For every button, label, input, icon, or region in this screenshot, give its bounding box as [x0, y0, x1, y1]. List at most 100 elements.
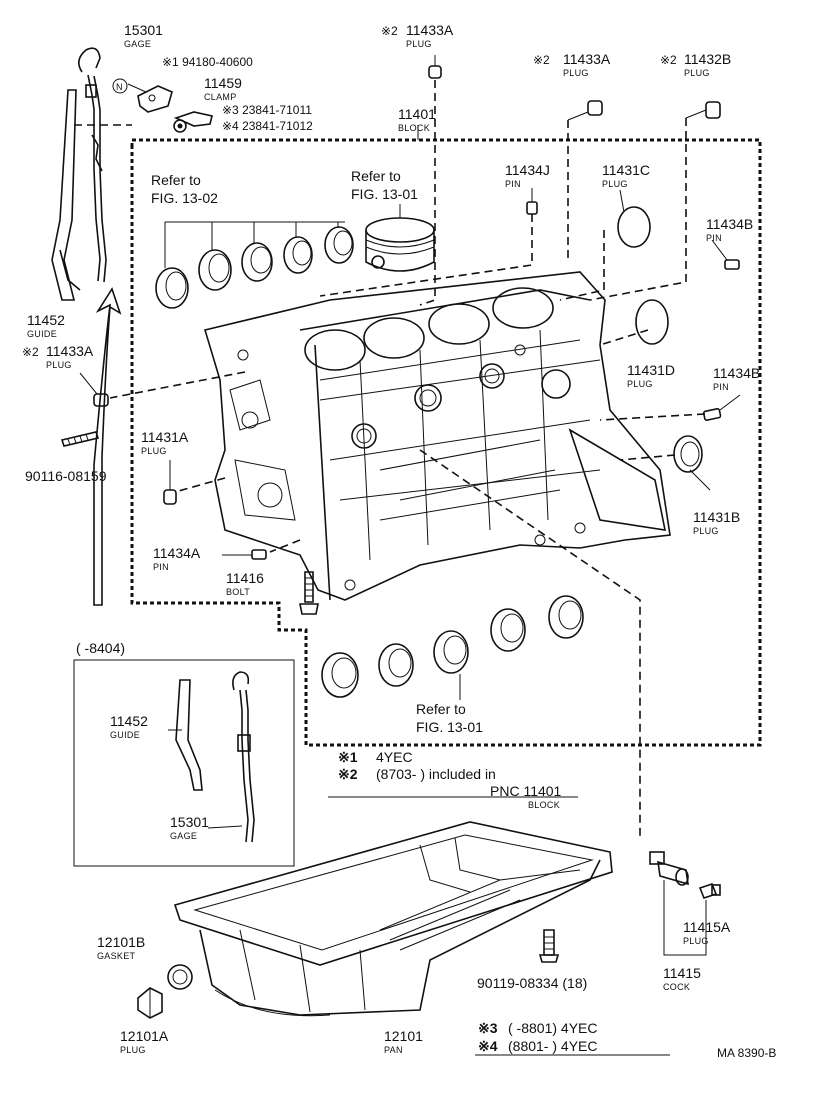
svg-text:※2: ※2: [338, 766, 358, 782]
plug-top-right1: [567, 100, 603, 260]
svg-text:PAN: PAN: [384, 1045, 403, 1055]
figure-code: MA 8390-B: [717, 1046, 776, 1060]
svg-text:GASKET: GASKET: [97, 951, 136, 961]
label-pin-11434j: 11434J PIN: [505, 162, 550, 189]
label-pan: 12101 PAN: [384, 1028, 423, 1055]
label-note1-part: ※1 94180-40600: [162, 55, 253, 69]
label-guide-left: 11452 GUIDE: [27, 312, 65, 339]
svg-text:11433A: 11433A: [563, 51, 611, 67]
svg-text:※3: ※3: [478, 1020, 498, 1036]
svg-text:FIG. 13-01: FIG. 13-01: [416, 719, 483, 735]
svg-text:GAGE: GAGE: [124, 39, 151, 49]
plug-11431b: [673, 435, 711, 491]
note-3: ※3 ( -8801) 4YEC: [478, 1020, 597, 1036]
svg-text:11415A: 11415A: [683, 919, 731, 935]
svg-text:※2: ※2: [660, 53, 677, 67]
svg-text:FIG. 13-02: FIG. 13-02: [151, 190, 218, 206]
label-note4-part: ※4 23841-71012: [222, 119, 313, 133]
svg-text:(8703- ) included in: (8703- ) included in: [376, 766, 496, 782]
label-plug-top-right2: ※2 11432B PLUG: [660, 51, 731, 78]
plug-11431c: [559, 189, 651, 301]
svg-text:11434J: 11434J: [505, 162, 550, 178]
svg-text:CLAMP: CLAMP: [204, 92, 237, 102]
svg-text:11452: 11452: [27, 312, 65, 328]
label-plug-12101a: 12101A PLUG: [120, 1028, 169, 1055]
svg-text:PLUG: PLUG: [683, 936, 709, 946]
svg-text:11415: 11415: [663, 965, 701, 981]
bolt-11416: [299, 571, 319, 615]
label-plug-11431d: 11431D PLUG: [627, 362, 675, 389]
cock-leader: [663, 880, 707, 956]
svg-text:COCK: COCK: [663, 982, 690, 992]
label-plug-11431b: 11431B PLUG: [693, 509, 740, 536]
svg-text:PLUG: PLUG: [602, 179, 628, 189]
pan-bolt: [538, 929, 560, 963]
label-plug-11431a: 11431A PLUG: [141, 429, 189, 456]
main-bearings-upper: [155, 221, 354, 309]
svg-text:PLUG: PLUG: [627, 379, 653, 389]
label-inset-guide: 11452 GUIDE: [110, 713, 148, 740]
pin-11434b-right: [702, 394, 741, 421]
svg-text:11431D: 11431D: [627, 362, 675, 378]
svg-text:11433A: 11433A: [406, 22, 454, 38]
plug-11415a: [698, 883, 721, 899]
block-boundary: [74, 124, 762, 747]
svg-text:PIN: PIN: [153, 562, 169, 572]
svg-text:11433A: 11433A: [46, 343, 94, 359]
svg-text:※2: ※2: [22, 345, 39, 359]
label-inset-gage: 15301 GAGE: [170, 814, 209, 841]
svg-text:11452: 11452: [110, 713, 148, 729]
svg-text:※1: ※1: [338, 749, 358, 765]
svg-text:N: N: [116, 82, 123, 92]
svg-text:11432B: 11432B: [684, 51, 731, 67]
label-plug-11431c: 11431C PLUG: [602, 162, 650, 189]
stud-bolt-left: [60, 431, 100, 447]
label-gage-top: 15301 GAGE: [124, 22, 163, 49]
plug-11431a: [163, 460, 177, 505]
svg-text:( -8801) 4YEC: ( -8801) 4YEC: [508, 1020, 597, 1036]
svg-text:PLUG: PLUG: [141, 446, 167, 456]
svg-text:PLUG: PLUG: [684, 68, 710, 78]
svg-text:11434B: 11434B: [713, 365, 760, 381]
pin-11434b-top: [711, 239, 740, 270]
inset-box: [73, 659, 295, 867]
label-note3-part: ※3 23841-71011: [222, 103, 312, 117]
label-cock: 11415 COCK: [663, 965, 701, 992]
svg-text:12101: 12101: [384, 1028, 423, 1044]
svg-text:PIN: PIN: [505, 179, 521, 189]
svg-text:4YEC: 4YEC: [376, 749, 413, 765]
svg-text:※4: ※4: [478, 1038, 498, 1054]
svg-text:11401: 11401: [398, 106, 436, 122]
plug-top-center: [428, 55, 442, 79]
label-inset-range: ( -8404): [76, 640, 125, 656]
svg-text:GUIDE: GUIDE: [110, 730, 140, 740]
svg-text:11431B: 11431B: [693, 509, 740, 525]
svg-text:15301: 15301: [170, 814, 209, 830]
svg-text:GAGE: GAGE: [170, 831, 197, 841]
svg-text:PLUG: PLUG: [406, 39, 432, 49]
svg-text:12101A: 12101A: [120, 1028, 169, 1044]
plug-left: [79, 372, 109, 407]
svg-text:Refer to: Refer to: [351, 168, 401, 184]
svg-text:11434A: 11434A: [153, 545, 201, 561]
svg-text:PNC 11401: PNC 11401: [490, 783, 562, 799]
label-plug-left: ※2 11433A PLUG: [22, 343, 94, 370]
label-refer-13-02: Refer to FIG. 13-02: [151, 172, 218, 206]
pin-11434a: [222, 549, 267, 560]
svg-text:PIN: PIN: [706, 233, 722, 243]
label-clamp: 11459 CLAMP: [204, 75, 242, 102]
note-1: ※1 4YEC: [338, 749, 413, 765]
label-gasket: 12101B GASKET: [97, 934, 145, 961]
oil-pan: [173, 821, 613, 1017]
pin-11434j: [319, 188, 538, 297]
svg-text:※2: ※2: [533, 53, 550, 67]
label-pin-11434b-top: 11434B PIN: [706, 216, 753, 243]
svg-text:11431A: 11431A: [141, 429, 189, 445]
svg-text:PIN: PIN: [713, 382, 729, 392]
svg-text:15301: 15301: [124, 22, 163, 38]
gage-dipstick: [78, 47, 107, 283]
label-block: 11401 BLOCK: [398, 106, 436, 133]
svg-text:Refer to: Refer to: [416, 701, 466, 717]
